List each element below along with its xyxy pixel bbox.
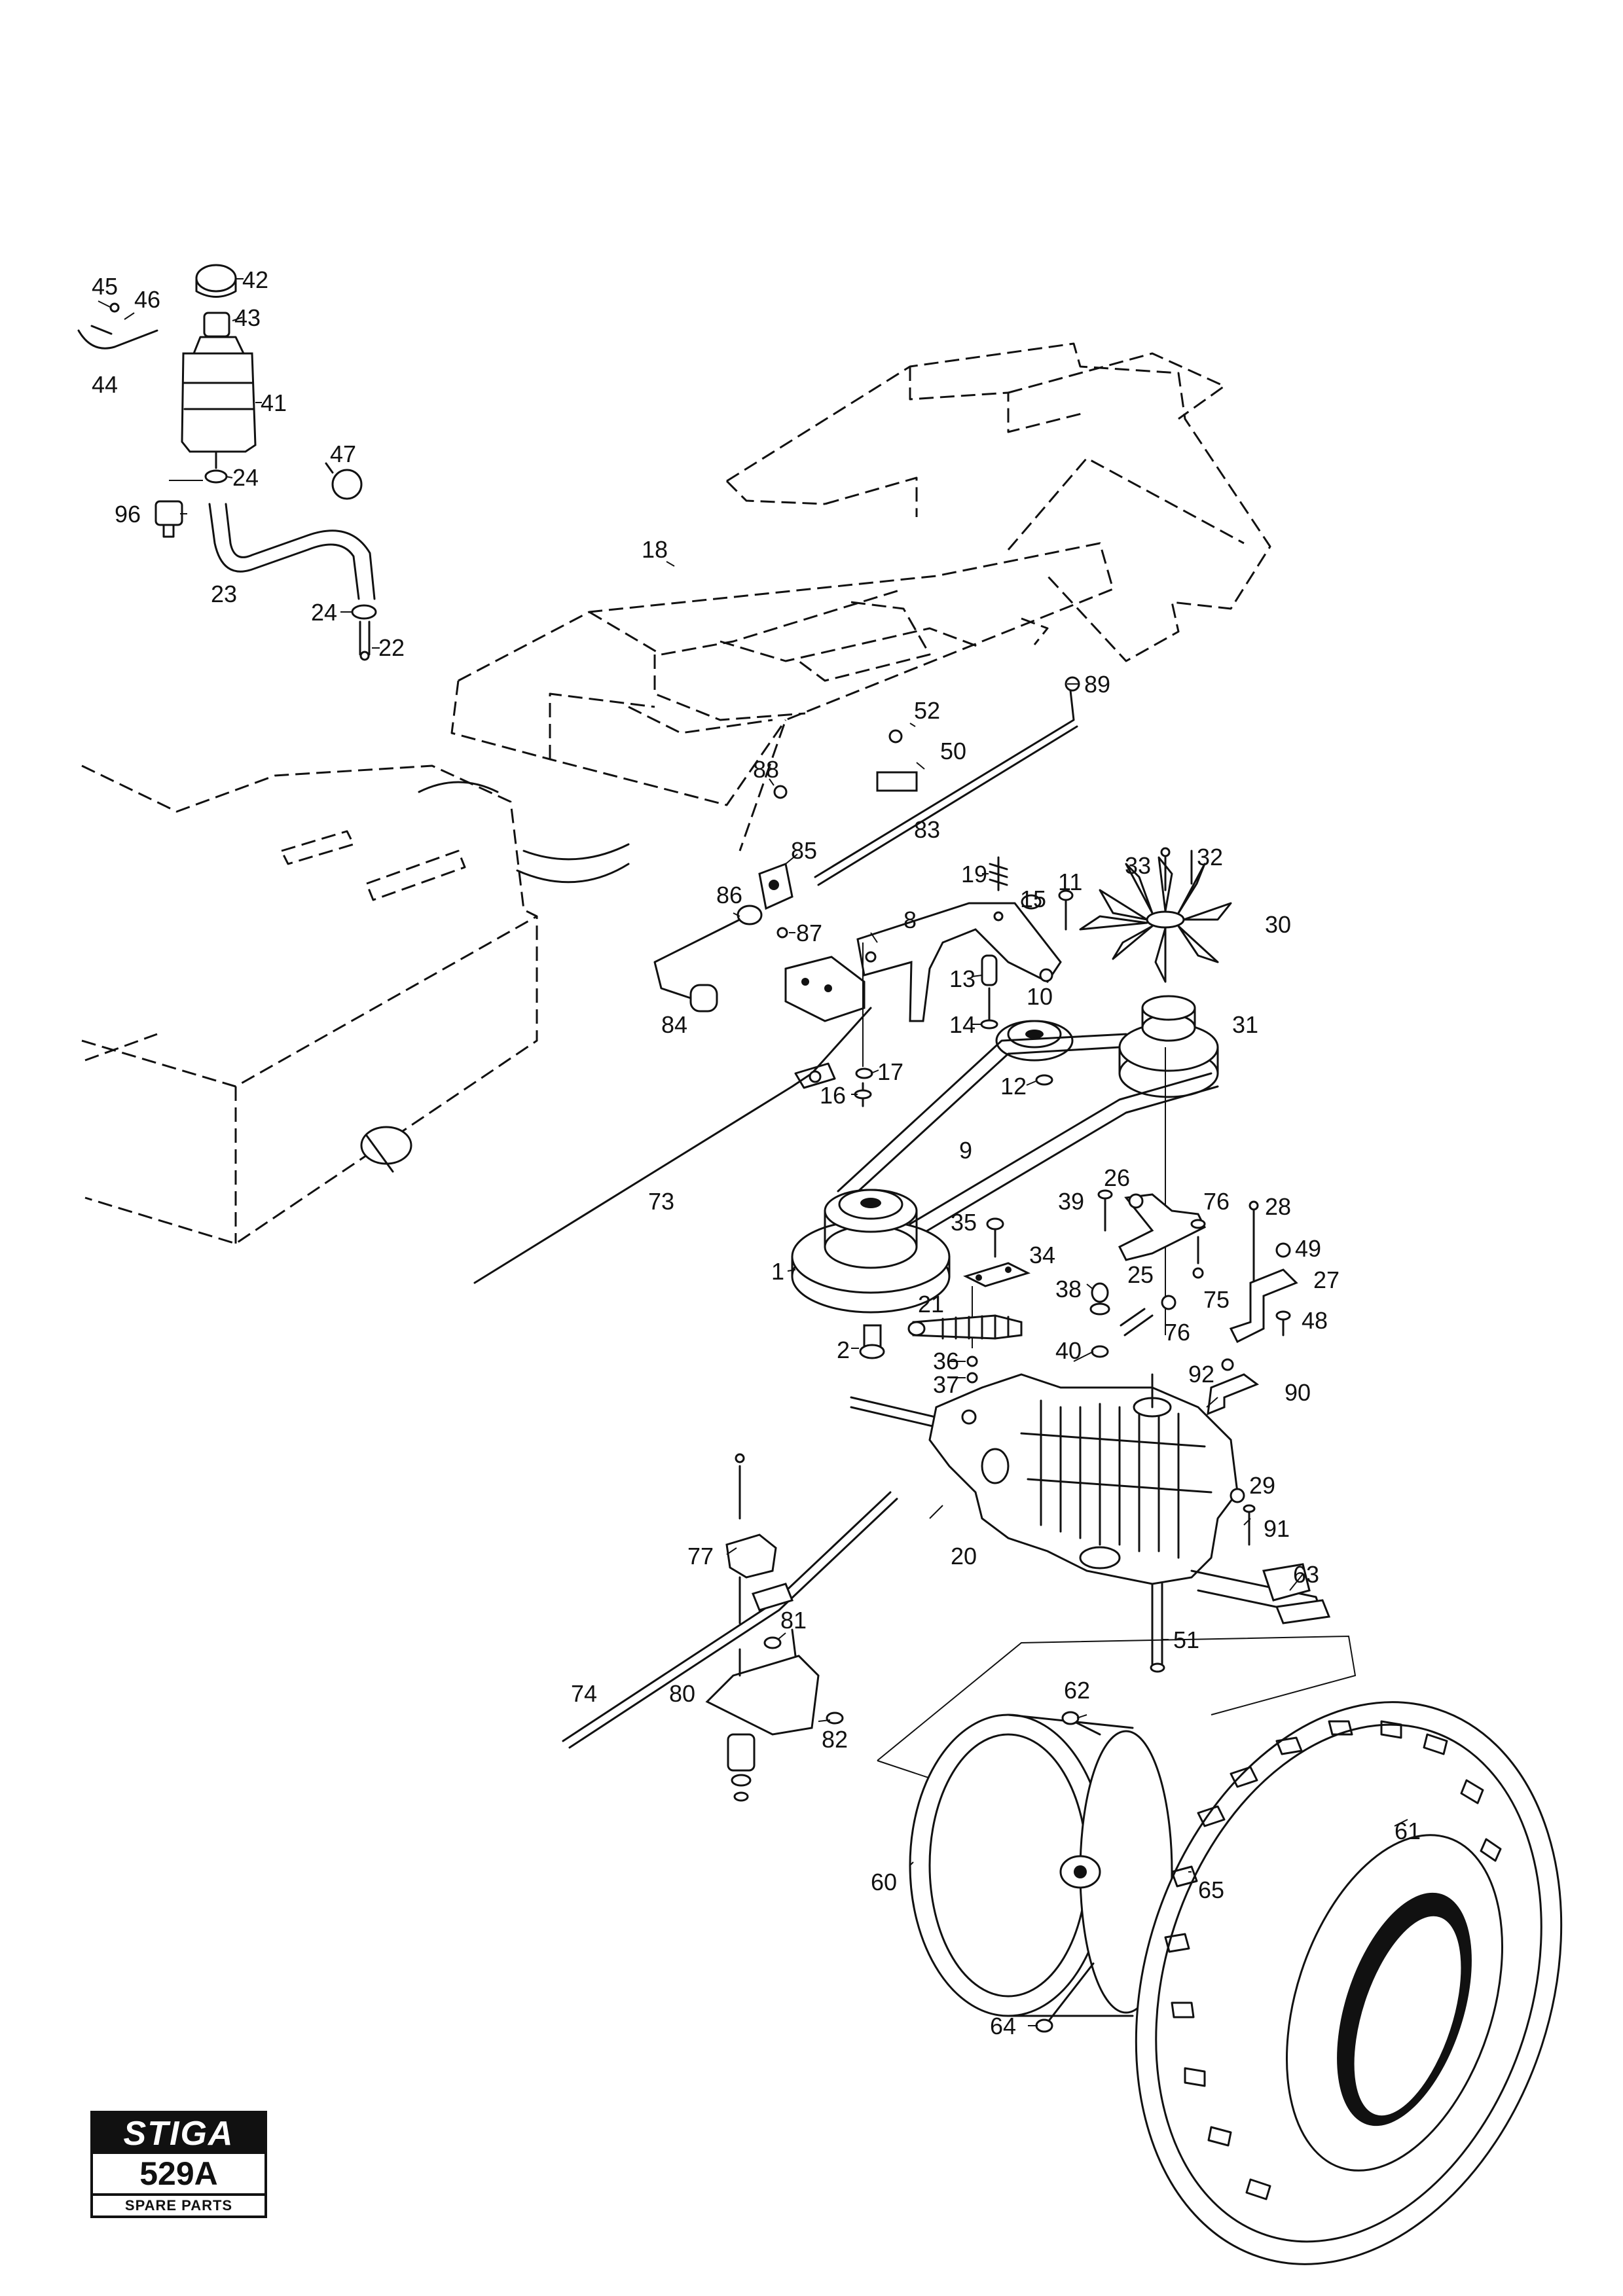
wheel-rim xyxy=(877,1635,1357,2033)
callout-80: 80 xyxy=(669,1680,695,1707)
callout-12: 12 xyxy=(1000,1073,1027,1100)
callout-51: 51 xyxy=(1173,1626,1199,1653)
callout-30: 30 xyxy=(1265,911,1291,938)
callout-76-lower: 76 xyxy=(1164,1319,1190,1346)
callout-26: 26 xyxy=(1104,1164,1130,1191)
callout-77: 77 xyxy=(687,1543,714,1570)
callout-87: 87 xyxy=(796,920,822,946)
callout-2: 2 xyxy=(837,1336,850,1363)
callout-16: 16 xyxy=(820,1082,846,1109)
callout-88: 88 xyxy=(753,756,779,783)
callout-19: 19 xyxy=(961,861,987,888)
callout-34: 34 xyxy=(1029,1242,1055,1268)
callout-46: 46 xyxy=(134,286,160,313)
callout-83: 83 xyxy=(914,816,940,843)
callout-76: 76 xyxy=(1203,1188,1230,1215)
callout-65: 65 xyxy=(1198,1876,1224,1903)
belt-drive xyxy=(791,942,1219,1359)
callout-47: 47 xyxy=(330,440,356,467)
callout-9: 9 xyxy=(959,1137,972,1164)
callout-22: 22 xyxy=(378,634,405,661)
brackets-and-bolts xyxy=(907,1189,1298,1416)
callout-24-lower: 24 xyxy=(311,599,337,626)
callout-42: 42 xyxy=(242,266,268,293)
callout-92: 92 xyxy=(1188,1361,1214,1388)
callout-10: 10 xyxy=(1027,983,1053,1010)
idler-arm xyxy=(784,856,1074,1022)
callout-32: 32 xyxy=(1197,844,1223,870)
callout-35: 35 xyxy=(951,1209,977,1236)
callout-62: 62 xyxy=(1064,1677,1090,1704)
callout-37: 37 xyxy=(933,1371,959,1398)
chassis-frame xyxy=(450,342,1271,852)
callout-50: 50 xyxy=(940,738,966,764)
callout-61: 61 xyxy=(1395,1818,1421,1844)
callout-29: 29 xyxy=(1249,1472,1275,1499)
callout-86: 86 xyxy=(716,882,742,908)
callout-84: 84 xyxy=(661,1011,687,1038)
callout-52: 52 xyxy=(914,697,940,724)
callout-45: 45 xyxy=(92,273,118,300)
callout-11: 11 xyxy=(1058,869,1082,895)
callout-25: 25 xyxy=(1127,1261,1154,1288)
callout-40: 40 xyxy=(1055,1337,1082,1364)
cable-bracket-assembly xyxy=(562,1453,898,1802)
callout-73: 73 xyxy=(648,1188,674,1215)
callout-8: 8 xyxy=(903,906,917,933)
callout-89: 89 xyxy=(1084,671,1110,698)
callout-49: 49 xyxy=(1295,1235,1321,1262)
logo-brand: STIGA xyxy=(93,2113,264,2154)
callout-48: 48 xyxy=(1302,1307,1328,1334)
callout-41: 41 xyxy=(261,389,287,416)
page-code: 529A xyxy=(93,2154,264,2196)
callout-96: 96 xyxy=(115,501,141,528)
callout-labels: 45 46 42 43 44 41 47 24 96 23 24 22 18 8… xyxy=(92,266,1421,2039)
callout-38: 38 xyxy=(1055,1276,1082,1302)
logo-subtitle: SPARE PARTS xyxy=(124,2197,233,2214)
transaxle xyxy=(850,1373,1331,1673)
callout-75: 75 xyxy=(1203,1286,1230,1313)
callout-36: 36 xyxy=(933,1348,959,1374)
cooling-fan xyxy=(1079,847,1232,983)
callout-27: 27 xyxy=(1313,1266,1340,1293)
callout-13: 13 xyxy=(949,965,976,992)
mower-deck xyxy=(81,764,630,1245)
callout-60: 60 xyxy=(871,1869,897,1895)
callout-81: 81 xyxy=(780,1607,807,1634)
callout-44: 44 xyxy=(92,371,118,398)
control-cable-73 xyxy=(473,1007,872,1284)
stiga-logo: STIGA 529A SPARE PARTS xyxy=(90,2111,267,2218)
callout-28: 28 xyxy=(1265,1193,1291,1220)
callout-1: 1 xyxy=(771,1258,784,1285)
callout-85: 85 xyxy=(791,837,817,864)
callout-15: 15 xyxy=(1020,886,1046,912)
callout-33: 33 xyxy=(1125,852,1151,879)
callout-17: 17 xyxy=(877,1058,903,1085)
callout-74: 74 xyxy=(571,1680,597,1707)
tire xyxy=(1135,1701,1563,2265)
callout-91: 91 xyxy=(1264,1515,1290,1542)
callout-23: 23 xyxy=(211,581,237,607)
callout-90: 90 xyxy=(1285,1379,1311,1406)
callout-14: 14 xyxy=(949,1011,976,1038)
callout-64: 64 xyxy=(990,2013,1016,2039)
callout-43: 43 xyxy=(234,304,261,331)
callout-20: 20 xyxy=(951,1543,977,1570)
callout-82: 82 xyxy=(822,1726,848,1753)
fuel-tank-assembly xyxy=(77,264,377,661)
callout-39: 39 xyxy=(1058,1188,1084,1215)
callout-18: 18 xyxy=(642,536,668,563)
callout-21: 21 xyxy=(918,1291,944,1318)
leader-lines xyxy=(98,278,1408,2026)
callout-31: 31 xyxy=(1232,1011,1258,1038)
callout-63: 63 xyxy=(1293,1561,1319,1588)
callout-24: 24 xyxy=(232,464,259,491)
linkage-rod xyxy=(653,676,1080,1013)
